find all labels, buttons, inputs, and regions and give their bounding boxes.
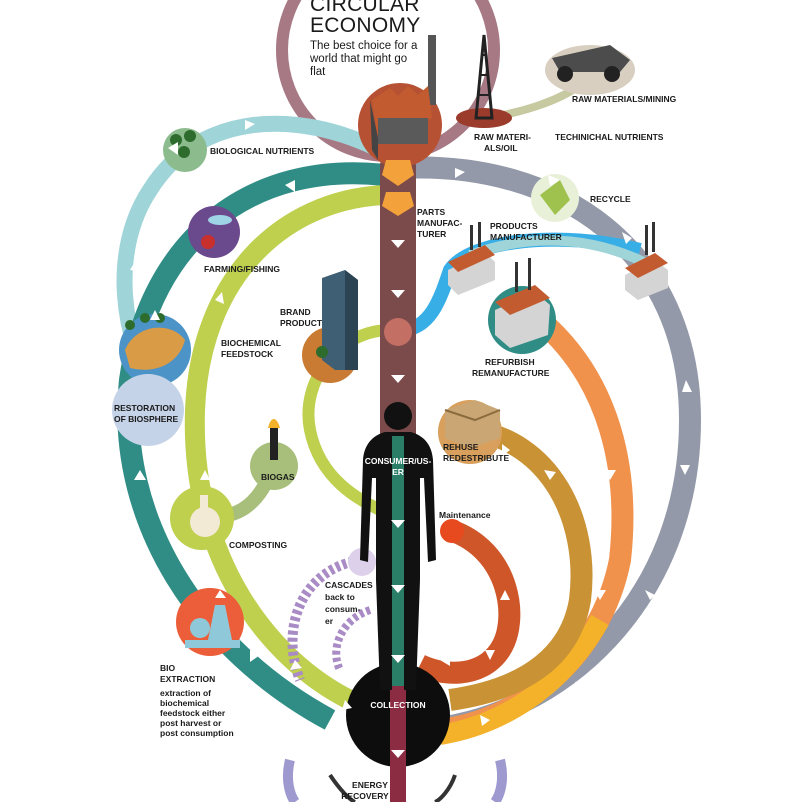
label-products-2: MANUFACTURER xyxy=(490,232,562,242)
bio-extraction-icon xyxy=(176,588,244,656)
label-products-1: PRODUCTS xyxy=(490,221,538,231)
collection-bar xyxy=(390,680,406,802)
label-cascades-3: consum- xyxy=(325,604,361,614)
products-factory-1 xyxy=(448,222,495,295)
label-technical-nutrients: TECHINICHAL NUTRIENTS xyxy=(555,132,664,142)
label-energy-1: ENERGY xyxy=(352,780,388,790)
mining-truck-icon xyxy=(545,45,635,95)
cascade-arc-inner xyxy=(332,606,372,672)
flow-arrows xyxy=(130,120,692,726)
label-rehuse-2: REDESTRIBUTE xyxy=(443,453,510,463)
label-consumer-1: CONSUMER/US- xyxy=(364,456,432,466)
label-bio-desc-5: post consumption xyxy=(160,728,234,738)
label-bio-extraction-2: EXTRACTION xyxy=(160,674,216,684)
label-farming-fishing: FARMING/FISHING xyxy=(204,264,281,274)
label-brand-1: BRAND xyxy=(280,307,311,317)
lime-loop xyxy=(184,185,386,709)
factory-icon xyxy=(370,35,436,160)
oil-rig-icon xyxy=(456,34,512,128)
label-bio-desc-1: extraction of xyxy=(160,688,212,698)
page-subtitle: The best choice for a world that might g… xyxy=(310,40,418,78)
products-factory-2 xyxy=(625,222,668,300)
label-raw-materials-oil-1: RAW MATERI- xyxy=(474,132,531,142)
trees-icon xyxy=(163,128,207,172)
label-bio-desc-4: post harvest or xyxy=(160,718,222,728)
recycle-icon xyxy=(531,174,579,222)
refurbish-icon xyxy=(488,258,556,354)
page-title: CIRCULAR ECONOMY xyxy=(310,0,421,36)
label-maintenance: Maintenance xyxy=(439,510,491,520)
label-biological-nutrients: BIOLOGICAL NUTRIENTS xyxy=(210,146,315,156)
restoration-circle xyxy=(112,374,184,446)
title-line-1: CIRCULAR xyxy=(310,0,420,16)
label-consumer-2: ER xyxy=(392,467,404,477)
label-bio-desc-2: biochemical xyxy=(160,698,210,708)
label-cascades-1: CASCADES xyxy=(325,580,373,590)
label-parts-1: PARTS xyxy=(417,207,446,217)
title-line-2: ECONOMY xyxy=(310,14,421,37)
label-energy-2: RECOVERY xyxy=(341,791,389,801)
label-refurbish-1: REFURBISH xyxy=(485,357,535,367)
label-raw-materials-oil-2: ALS/OIL xyxy=(484,143,518,153)
energy-arc-left xyxy=(282,758,300,802)
orange-loop-yellow xyxy=(438,614,609,745)
parts-canisters xyxy=(382,160,414,216)
label-restoration-1: RESTORATION xyxy=(114,403,176,413)
farming-fishing-icon xyxy=(188,206,240,258)
earth-icon xyxy=(119,313,191,386)
label-composting: COMPOSTING xyxy=(229,540,288,550)
biogas-icon xyxy=(250,418,298,490)
label-rehuse-1: REHUSE xyxy=(443,442,479,452)
label-restoration-2: OF BIOSPHERE xyxy=(114,414,179,424)
label-raw-materials-mining: RAW MATERIALS/MINING xyxy=(572,94,677,104)
label-parts-3: TURER xyxy=(417,229,447,239)
label-cascades-4: er xyxy=(325,616,334,626)
label-parts-2: MANUFAC- xyxy=(417,218,463,228)
brand-product-icon xyxy=(302,270,358,383)
label-recycle: RECYCLE xyxy=(590,194,631,204)
maintenance-dot xyxy=(440,519,464,543)
stem-node xyxy=(384,318,412,346)
cascade-bubble xyxy=(348,548,376,576)
rehuse-icon xyxy=(438,400,502,464)
label-cascades-2: back to xyxy=(325,592,355,602)
composting-icon xyxy=(170,486,234,550)
label-collection: COLLECTION xyxy=(370,700,426,710)
label-biochemical-1: BIOCHEMICAL xyxy=(221,338,281,348)
ochre-loop xyxy=(448,419,593,711)
stem-arrows xyxy=(391,240,405,758)
label-brand-2: PRODUCT xyxy=(280,318,323,328)
consumer-stripe xyxy=(392,436,404,686)
label-bio-extraction-1: BIO xyxy=(160,663,176,673)
label-biochemical-2: FEEDSTOCK xyxy=(221,349,274,359)
rust-loop xyxy=(415,519,521,684)
label-refurbish-2: REMANUFACTURE xyxy=(472,368,550,378)
energy-arc-right xyxy=(490,758,508,802)
energy-arc-mid xyxy=(328,773,457,802)
label-biogas: BIOGAS xyxy=(261,472,295,482)
label-bio-desc-3: feedstock either xyxy=(160,708,226,718)
light-blue-link xyxy=(468,235,653,270)
